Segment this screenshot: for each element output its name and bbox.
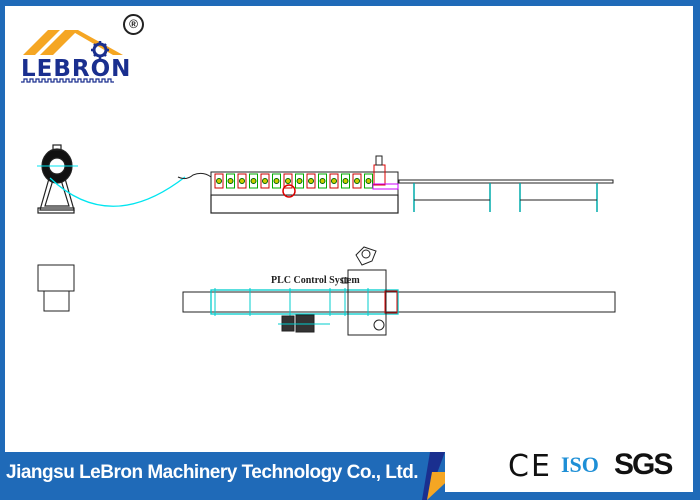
roller [285, 178, 291, 184]
lebron-logo [18, 12, 158, 87]
roll-station [329, 173, 339, 189]
roller [250, 178, 257, 184]
ce-mark: CE [508, 449, 552, 484]
iso-mark: ISO [561, 452, 599, 477]
roll-station [272, 173, 281, 189]
roll-station [283, 173, 293, 189]
roller [365, 178, 372, 184]
logo-roof-icon [21, 30, 123, 83]
roller [273, 178, 280, 184]
roller [216, 178, 222, 184]
roll-former-side-view [177, 155, 399, 214]
roll-station [295, 173, 304, 189]
steel-strip [49, 176, 186, 207]
roller [239, 178, 245, 184]
roll-station [226, 173, 235, 189]
plc-control-system-label: PLC Control System [271, 275, 360, 286]
roll-station [214, 173, 224, 189]
decoiler-side-view [37, 144, 75, 214]
roll-station [306, 173, 316, 189]
roller [262, 178, 268, 184]
sgs-mark: SGS [614, 448, 673, 481]
roller [342, 178, 349, 184]
roll-station [364, 173, 373, 189]
roll-station [237, 173, 247, 189]
roll-station [260, 173, 270, 189]
decoiler-top-view [37, 264, 75, 312]
roll-station [352, 173, 362, 189]
roller [331, 178, 337, 184]
roller [308, 178, 314, 184]
logo-text: LEBRON [21, 56, 132, 82]
roll-station [249, 173, 258, 189]
roller [354, 178, 360, 184]
roll-station [318, 173, 327, 189]
roller [296, 178, 303, 184]
registered-mark: ® [123, 14, 144, 35]
roll-station [341, 173, 350, 189]
roller [319, 178, 326, 184]
company-name: Jiangsu LeBron Machinery Technology Co.,… [6, 462, 419, 483]
runout-tables [398, 179, 614, 212]
roller [227, 178, 234, 184]
roll-former-top-view [182, 246, 616, 336]
machine-drawing [37, 144, 616, 336]
certification-area [445, 440, 693, 492]
